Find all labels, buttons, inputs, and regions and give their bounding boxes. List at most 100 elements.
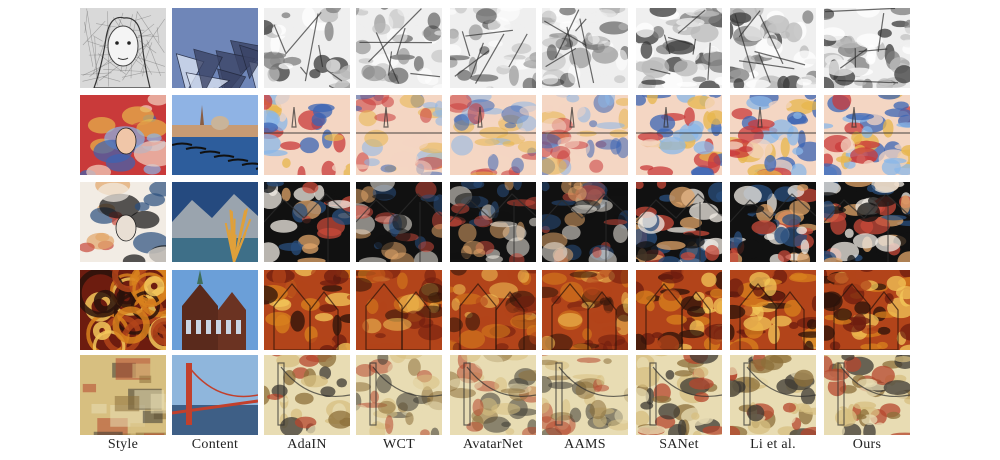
image-row3-content (172, 182, 258, 262)
image-row4-ours (824, 270, 910, 350)
image-graphic-row3-sanet (636, 182, 722, 262)
image-graphic-row4-adain (264, 270, 350, 350)
image-graphic-row2-wct (356, 95, 442, 175)
column-label-li-et-al: Li et al. (750, 437, 796, 452)
image-row5-sanet (636, 355, 722, 435)
image-row4-sanet (636, 270, 722, 350)
image-row5-content (172, 355, 258, 435)
image-row3-li-et-al (730, 182, 816, 262)
image-graphic-row5-avatarnet (450, 355, 536, 435)
image-graphic-row4-wct (356, 270, 442, 350)
image-graphic-row1-style (80, 8, 166, 88)
image-row4-avatarnet (450, 270, 536, 350)
image-graphic-row3-aams (542, 182, 628, 262)
image-row1-aams (542, 8, 628, 88)
image-graphic-row2-sanet (636, 95, 722, 175)
image-row5-avatarnet (450, 355, 536, 435)
column-label-adain: AdaIN (287, 437, 327, 452)
image-graphic-row1-li-et-al (730, 8, 816, 88)
image-graphic-row3-adain (264, 182, 350, 262)
image-graphic-row3-li-et-al (730, 182, 816, 262)
image-row3-aams (542, 182, 628, 262)
image-graphic-row5-sanet (636, 355, 722, 435)
image-row2-adain (264, 95, 350, 175)
image-graphic-row5-style (80, 355, 166, 435)
image-row5-style (80, 355, 166, 435)
image-row1-sanet (636, 8, 722, 88)
image-row2-style (80, 95, 166, 175)
image-graphic-row3-style (80, 182, 166, 262)
image-graphic-row2-li-et-al (730, 95, 816, 175)
image-row2-ours (824, 95, 910, 175)
image-row3-ours (824, 182, 910, 262)
image-graphic-row1-ours (824, 8, 910, 88)
image-row4-wct (356, 270, 442, 350)
column-label-aams: AAMS (564, 437, 606, 452)
image-graphic-row1-wct (356, 8, 442, 88)
image-row1-li-et-al (730, 8, 816, 88)
image-row5-adain (264, 355, 350, 435)
image-row2-wct (356, 95, 442, 175)
column-label-avatarnet: AvatarNet (463, 437, 523, 452)
image-graphic-row4-li-et-al (730, 270, 816, 350)
column-label-sanet: SANet (659, 437, 699, 452)
image-row5-li-et-al (730, 355, 816, 435)
image-graphic-row4-style (80, 270, 166, 350)
image-graphic-row2-adain (264, 95, 350, 175)
image-row1-adain (264, 8, 350, 88)
image-row2-content (172, 95, 258, 175)
image-row5-ours (824, 355, 910, 435)
image-row4-li-et-al (730, 270, 816, 350)
image-graphic-row4-avatarnet (450, 270, 536, 350)
image-graphic-row5-adain (264, 355, 350, 435)
image-row2-li-et-al (730, 95, 816, 175)
image-graphic-row1-sanet (636, 8, 722, 88)
image-row3-wct (356, 182, 442, 262)
image-row1-content (172, 8, 258, 88)
image-row5-aams (542, 355, 628, 435)
column-label-wct: WCT (382, 437, 415, 452)
image-row4-content (172, 270, 258, 350)
image-graphic-row5-li-et-al (730, 355, 816, 435)
image-graphic-row2-ours (824, 95, 910, 175)
image-row1-avatarnet (450, 8, 536, 88)
image-graphic-row3-wct (356, 182, 442, 262)
image-graphic-row4-content (172, 270, 258, 350)
image-graphic-row1-avatarnet (450, 8, 536, 88)
image-row1-style (80, 8, 166, 88)
image-graphic-row1-adain (264, 8, 350, 88)
image-graphic-row4-aams (542, 270, 628, 350)
image-row3-sanet (636, 182, 722, 262)
image-graphic-row4-ours (824, 270, 910, 350)
image-row3-style (80, 182, 166, 262)
image-row5-wct (356, 355, 442, 435)
image-row3-avatarnet (450, 182, 536, 262)
column-label-style: Style (107, 437, 139, 452)
image-graphic-row4-sanet (636, 270, 722, 350)
image-row2-sanet (636, 95, 722, 175)
image-graphic-row1-aams (542, 8, 628, 88)
column-label-ours: Ours (852, 437, 882, 452)
image-graphic-row2-style (80, 95, 166, 175)
image-graphic-row3-content (172, 182, 258, 262)
image-row3-adain (264, 182, 350, 262)
image-graphic-row2-avatarnet (450, 95, 536, 175)
image-row4-aams (542, 270, 628, 350)
image-row2-aams (542, 95, 628, 175)
image-graphic-row5-wct (356, 355, 442, 435)
image-graphic-row5-ours (824, 355, 910, 435)
column-label-content: Content (191, 437, 239, 452)
image-row1-wct (356, 8, 442, 88)
image-graphic-row5-aams (542, 355, 628, 435)
image-graphic-row2-aams (542, 95, 628, 175)
image-row2-avatarnet (450, 95, 536, 175)
image-row4-adain (264, 270, 350, 350)
image-graphic-row1-content (172, 8, 258, 88)
image-graphic-row5-content (172, 355, 258, 435)
image-row4-style (80, 270, 166, 350)
image-graphic-row3-avatarnet (450, 182, 536, 262)
image-row1-ours (824, 8, 910, 88)
image-graphic-row2-content (172, 95, 258, 175)
image-graphic-row3-ours (824, 182, 910, 262)
